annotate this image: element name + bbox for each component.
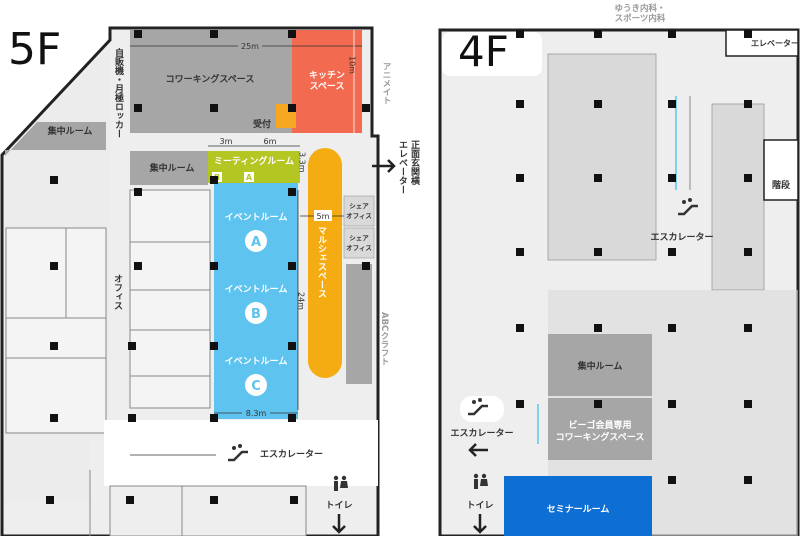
focus-room-4f-label: 集中ルーム [577,360,623,372]
dim-10m: 10m [348,56,357,74]
office-block-6 [129,241,211,291]
neighbor-top-l1: ゆうき内科・ [614,3,665,14]
event-a-label: イベントルーム [225,212,288,223]
floor-label-bg-4f [442,32,542,76]
floor-4f: 4F ゆうき内科・ スポーツ内科 エレベーター 階段 エスカレーター エスカレー… [438,3,800,536]
member-coworking [548,398,652,460]
focus-room-4f [548,334,652,396]
share-office-1-l1: シェア [349,202,369,210]
focus-room-mid [130,151,208,185]
event-c-badge [245,374,267,396]
seminar-room-label: セミナールーム [547,504,610,515]
coworking-label: コワーキングスペース [166,73,255,85]
dim-5m: 5m [317,212,330,221]
elevator-label: エレベーター [751,38,799,48]
event-c-label: イベントルーム [225,356,288,367]
kitchen-label-2: スペース [310,81,345,92]
stairs-label: 階段 [772,179,791,191]
event-b-letter: B [251,307,261,322]
reception-label: 受付 [253,118,271,130]
escalator-left-area [460,396,504,422]
share-office-1-l2: オフィス [346,212,372,220]
marche-label: マルシェスペース [316,226,327,298]
dim-3-3m: 3.3m [298,152,307,173]
abc-craft-label: ABCクラフト [379,312,389,365]
pillars-5f [46,30,370,504]
event-b-badge [245,302,267,324]
dim-6m: 6m [264,137,277,146]
meeting-label: ミーティングルーム [214,155,294,167]
toilet-icon-4f [473,473,488,489]
dim-3m: 3m [220,137,233,146]
office-block-8 [129,329,211,377]
abc-craft-block [346,264,372,384]
seminar-room [504,476,652,536]
toilet-arrow-5f [332,514,346,534]
office-block-3 [5,317,107,359]
dim-bg-25m [238,40,262,51]
meeting-b-badge [244,172,254,182]
floor-label-5f: 5F [8,24,61,75]
elevator-box [725,29,799,57]
meeting-b-letter: A [246,173,253,182]
event-c-letter: C [251,379,261,394]
share-office-2-l1: シェア [349,234,369,242]
neighbor-top-l2: スポーツ内科 [615,13,666,24]
office-block-7 [129,289,211,331]
dim-bg-5m [314,210,332,221]
toilet-arrow-4f [473,514,487,534]
office-block-5 [129,189,211,243]
escalator-icon-4f-right [678,198,698,216]
toilet-label-5f: トイレ [325,500,352,511]
right-upper-room [711,103,765,291]
bottom-room-2 [181,485,307,536]
pillars-4f [516,30,752,484]
member-coworking-l2: コワーキングスペース [556,431,645,443]
office-label: オフィス [112,274,123,310]
stairs-box [763,139,799,201]
upper-block [547,53,657,261]
bottom-room-1 [109,485,183,536]
share-office-2 [343,227,375,259]
escalator-icon-4f-left [468,398,488,416]
escalator-arrow-4f [468,443,488,457]
focus-room-left-label: 集中ルーム [47,125,93,137]
event-a-letter: A [251,235,261,250]
toilet-icon-5f [333,475,348,491]
vending-label: 自販機・月極ロッカー [113,47,125,138]
dim-bg-8-3m [242,408,270,418]
floor-label-4f: 4F [458,27,509,76]
dim-24m: 24m [297,292,306,310]
dim-8-3m: 8.3m [246,409,267,418]
animate-label: アニメイト [381,62,391,105]
coworking-space [130,30,292,133]
kitchen-label-1: キッチン [309,70,345,81]
event-b-label: イベントルーム [225,284,288,295]
share-office-1 [343,195,375,227]
entrance-line1: 正面玄関横 [409,140,420,186]
office-block-2 [65,227,107,319]
entrance-arrow [372,159,396,173]
escalator-label-4f-left: エスカレーター [450,427,513,439]
office-block-9 [129,375,211,409]
focus-room-mid-label: 集中ルーム [149,162,195,174]
share-office-2-l2: オフィス [346,244,372,252]
member-coworking-l1: ビーゴ会員専用 [568,419,631,431]
entrance-line2: エレベーター [397,140,408,194]
dim-25m: 25m [241,42,259,51]
focus-room-left [5,122,106,156]
toilet-label-4f: トイレ [466,500,493,511]
escalator-label-5f: エスカレーター [260,448,323,460]
office-blocks [5,189,211,434]
escalator-label-4f-right: エスカレーター [650,231,713,243]
escalator-icon [228,444,248,462]
marche-space [308,148,342,378]
kitchen-space [292,30,362,133]
floor-5f: 集中ルーム 自販機・月極ロッカー コワーキングスペース キッチン スペース 受付… [0,24,420,536]
event-a-badge [245,230,267,252]
office-block-1 [5,227,67,319]
